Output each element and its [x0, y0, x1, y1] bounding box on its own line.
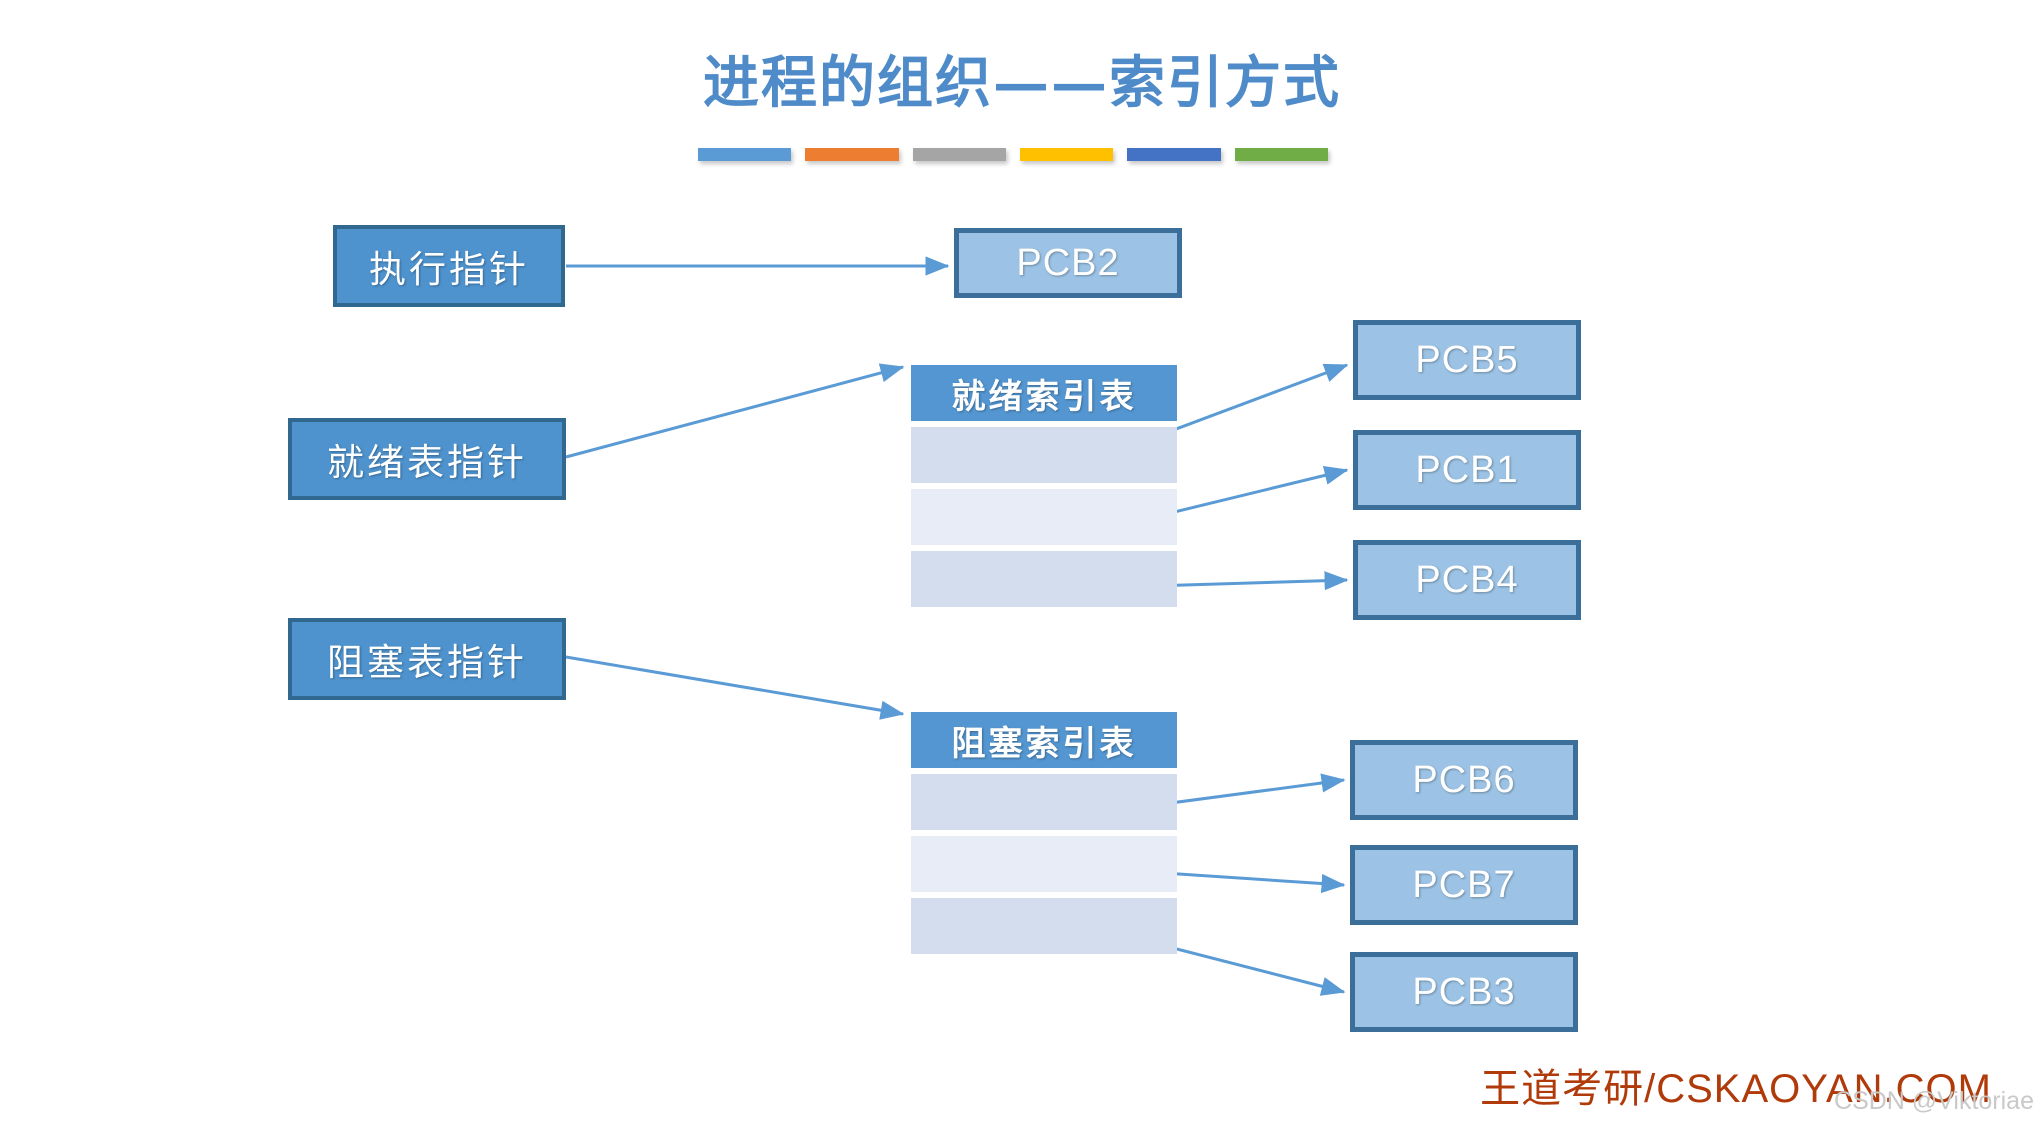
pcb3-box[interactable]: PCB3: [1350, 952, 1578, 1032]
rule-orange: [805, 148, 899, 161]
pcb6-box[interactable]: PCB6: [1350, 740, 1578, 820]
pcb4-box[interactable]: PCB4: [1353, 540, 1581, 620]
exec-pointer-box[interactable]: 执行指针: [333, 225, 565, 307]
ready-index-table-row-3[interactable]: [911, 551, 1177, 607]
pcb4-label: PCB4: [1415, 558, 1519, 601]
blocked-index-table-row-1[interactable]: [911, 774, 1177, 830]
ready-index-table: 就绪索引表: [911, 365, 1177, 607]
pcb7-label: PCB7: [1412, 863, 1516, 906]
ready-index-table-row-1[interactable]: [911, 427, 1177, 483]
rule-blue: [698, 148, 792, 161]
rule-green: [1234, 148, 1328, 161]
pcb2-label: PCB2: [1016, 241, 1120, 284]
arrow-ready-to-table: [565, 363, 905, 459]
pcb6-label: PCB6: [1412, 758, 1516, 801]
ready-index-table-header: 就绪索引表: [911, 365, 1177, 421]
page-title: 进程的组织——索引方式: [703, 50, 1341, 116]
arrow-blocked-to-table: [565, 655, 905, 720]
pcb5-box[interactable]: PCB5: [1353, 320, 1581, 400]
title-underline-rules: [698, 148, 1328, 162]
blocked-pointer-box[interactable]: 阻塞表指针: [288, 618, 566, 700]
rule-yellow: [1019, 148, 1114, 161]
pcb3-label: PCB3: [1412, 970, 1516, 1013]
blocked-index-table: 阻塞索引表: [911, 712, 1177, 954]
csdn-watermark: CSDN @Viktoriae: [1834, 1087, 2034, 1115]
pcb5-label: PCB5: [1415, 338, 1519, 381]
blocked-pointer-label: 阻塞表指针: [327, 641, 527, 684]
pcb1-label: PCB1: [1415, 448, 1519, 491]
pcb7-box[interactable]: PCB7: [1350, 845, 1578, 925]
ready-index-table-row-2[interactable]: [911, 489, 1177, 545]
ready-pointer-label: 就绪表指针: [327, 441, 527, 484]
exec-pointer-label: 执行指针: [369, 248, 529, 291]
blocked-index-table-row-3[interactable]: [911, 898, 1177, 954]
rule-dark-blue: [1127, 148, 1221, 161]
pcb1-box[interactable]: PCB1: [1353, 430, 1581, 510]
rule-gray: [912, 148, 1006, 161]
blocked-index-table-row-2[interactable]: [911, 836, 1177, 892]
blocked-index-table-header: 阻塞索引表: [911, 712, 1177, 768]
pcb2-box[interactable]: PCB2: [954, 228, 1182, 298]
footer-brand: 王道考研/CSKAOYAN.COM: [1480, 1067, 1992, 1111]
ready-pointer-box[interactable]: 就绪表指针: [288, 418, 566, 500]
